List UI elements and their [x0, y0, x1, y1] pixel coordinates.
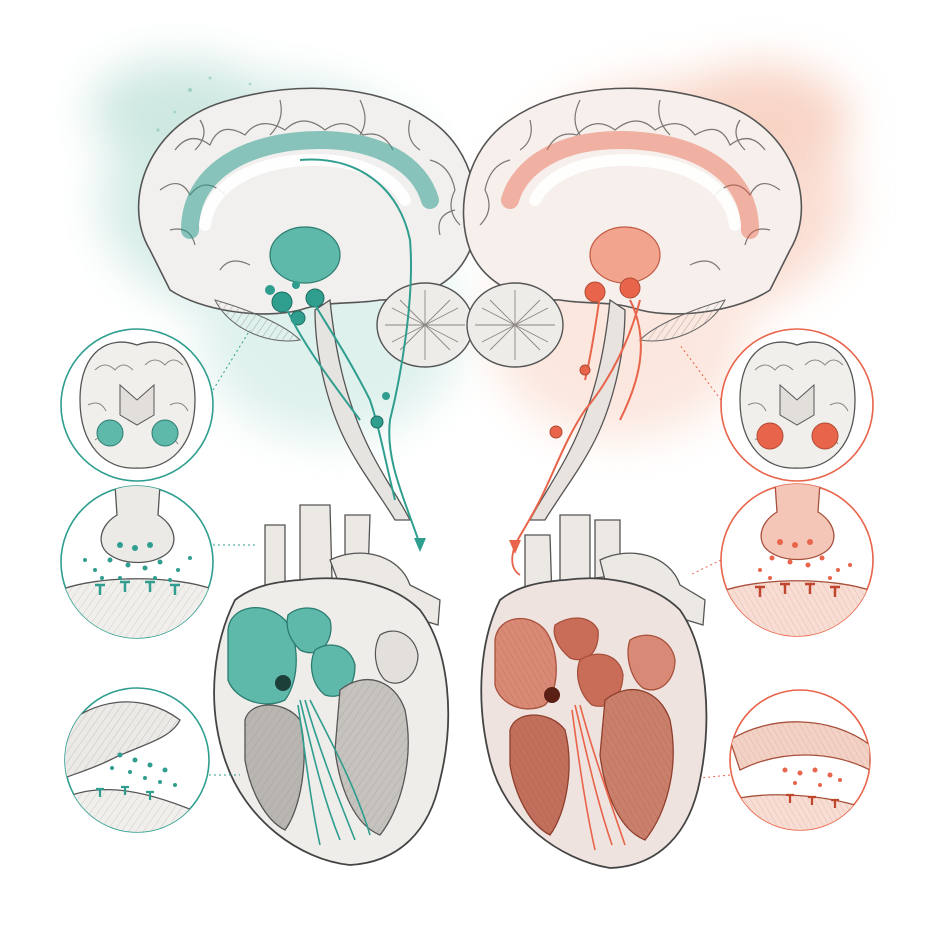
inset-coronal-brain-left	[60, 328, 214, 482]
inset-coronal-brain-right	[720, 328, 874, 482]
leader-line	[699, 774, 731, 779]
inset-vessel-right	[729, 689, 871, 831]
leader-line	[689, 559, 722, 576]
inset-synapse-left	[60, 485, 214, 639]
inset-synapse-right	[720, 483, 874, 637]
leader-line	[679, 344, 722, 401]
heart-section-right	[480, 514, 708, 869]
brain-sagittal-left	[137, 87, 478, 552]
inset-vessel-left	[64, 687, 210, 833]
leader-line	[212, 329, 251, 391]
heart-section-left	[213, 504, 450, 866]
brain-sagittal-right	[462, 87, 803, 554]
